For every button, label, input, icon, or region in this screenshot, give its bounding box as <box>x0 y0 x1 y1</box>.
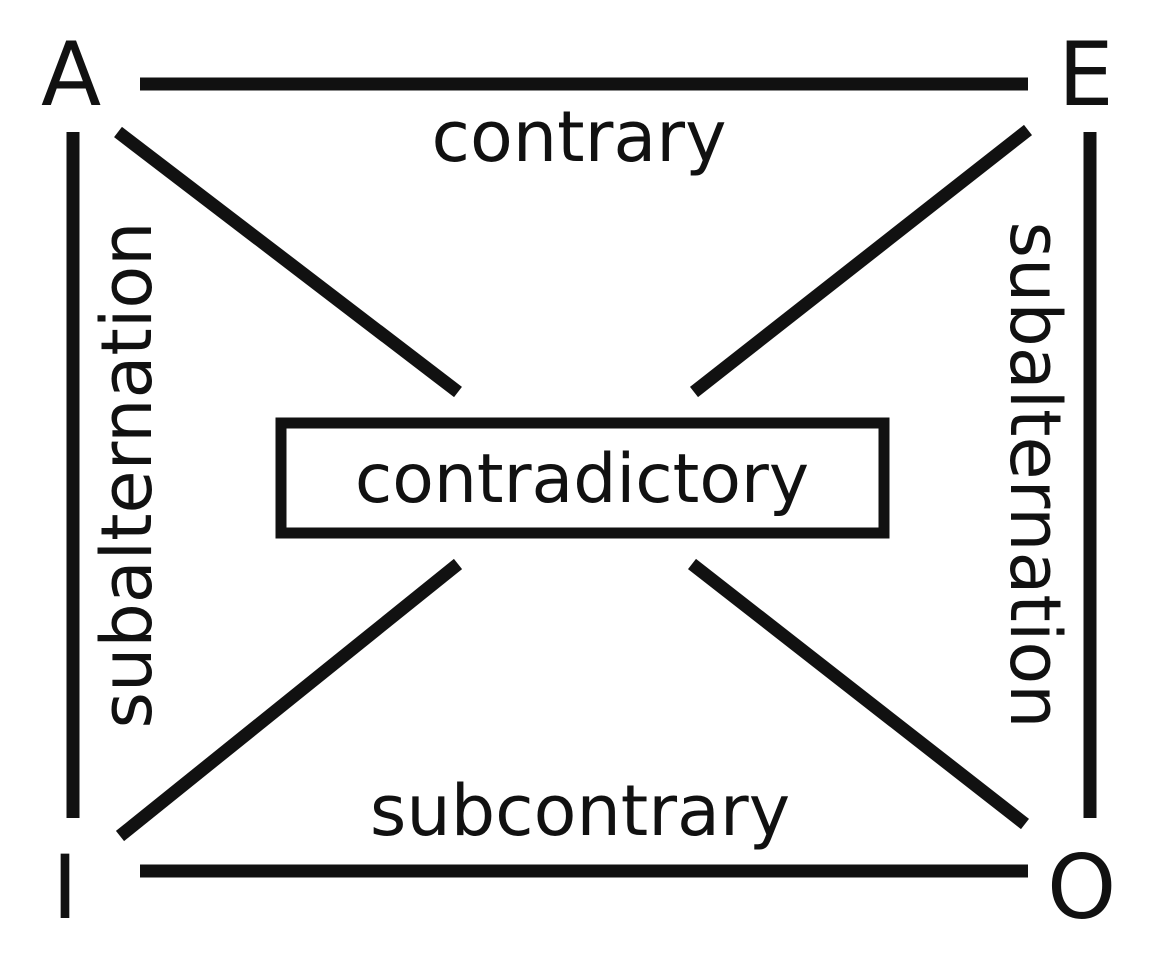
contrary-label: contrary <box>431 96 726 178</box>
corner-i-label: I <box>52 836 78 939</box>
contradictory-box <box>275 417 890 539</box>
corner-o-label: O <box>1047 836 1116 939</box>
o-contradictory-line <box>687 558 1030 830</box>
i-contradictory-line <box>115 558 463 842</box>
contradictory-label: contradictory <box>355 440 809 519</box>
a-contradictory-line <box>114 126 462 398</box>
corner-a-label: A <box>41 23 101 126</box>
left-subalternation-label: subalternation <box>86 221 168 728</box>
subcontrary-label: subcontrary <box>370 770 790 852</box>
e-contradictory-line <box>689 124 1033 398</box>
right-subalternation-label: subalternation <box>994 221 1076 728</box>
corner-e-label: E <box>1058 23 1114 126</box>
